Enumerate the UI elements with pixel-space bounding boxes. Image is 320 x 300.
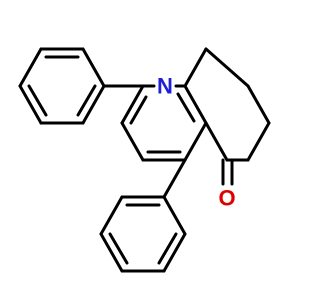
bond: [99, 195, 124, 236]
double-bond-inner: [176, 92, 196, 123]
nitrogen-atom-label: N: [157, 74, 173, 99]
double-bond-inner: [108, 232, 129, 265]
oxygen-atom-label: O: [218, 186, 235, 211]
cyclohexanone-ring: [183, 47, 271, 162]
double-bond-inner: [27, 84, 48, 117]
bond-c4a-c4: [183, 121, 208, 162]
bond: [18, 84, 43, 125]
bond: [162, 232, 187, 273]
bond: [246, 121, 271, 162]
phenyl-ring-left: [18, 47, 106, 125]
bond-c4-phenyl: [162, 158, 187, 199]
bond: [204, 47, 250, 88]
bond: [204, 121, 229, 162]
bond: [162, 195, 187, 236]
double-bond-inner: [129, 95, 148, 125]
pyridine-ring: [120, 84, 208, 162]
bond-c2-c2b: [120, 84, 145, 125]
bond-c3-c2: [120, 121, 145, 162]
double-bond-inner: [76, 84, 97, 117]
molecule-structure-diagram: N O: [18, 47, 271, 273]
bond: [99, 232, 124, 273]
bond-c8a-c4a: [183, 84, 208, 125]
carbonyl-group: [221, 158, 234, 186]
bond: [18, 47, 43, 88]
phenyl-ring-bottom: [99, 195, 187, 273]
double-bond-inner: [157, 232, 178, 265]
bond: [183, 47, 208, 88]
bond: [81, 84, 106, 125]
bond: [81, 47, 106, 88]
bond: [246, 84, 271, 125]
